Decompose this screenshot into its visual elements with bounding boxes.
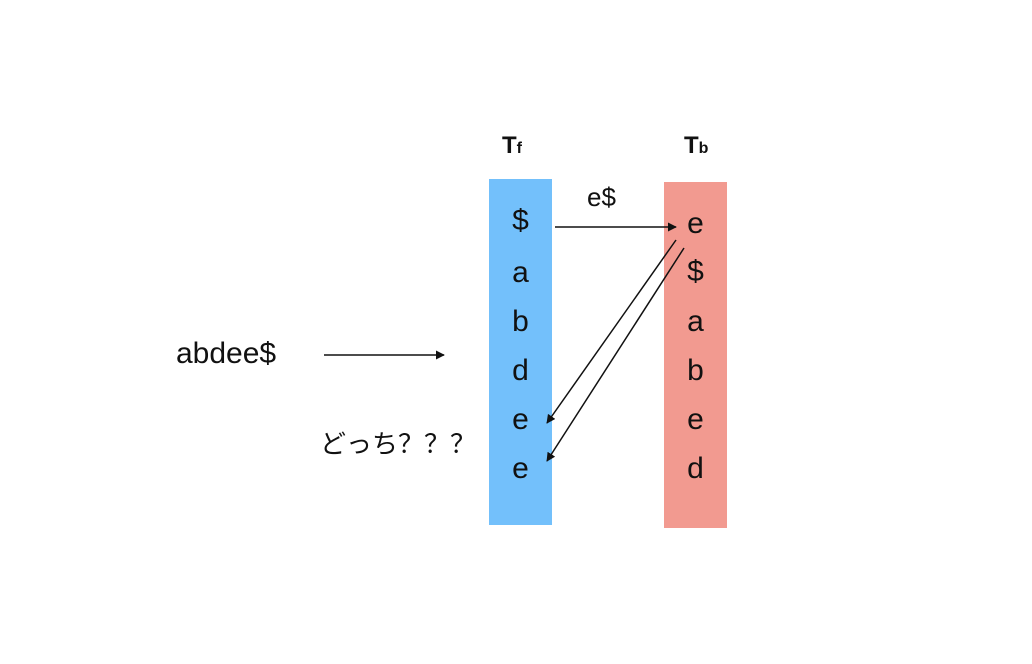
- input-string-label: abdee$: [176, 337, 277, 370]
- tf-letter: b: [512, 305, 529, 338]
- tf-title: Tf: [502, 134, 522, 158]
- tb-letter: d: [687, 452, 704, 485]
- arrow-label: e$: [587, 182, 616, 212]
- tb-letter: e: [687, 207, 704, 240]
- tf-title-main: T: [502, 132, 517, 159]
- tf-letter: d: [512, 354, 529, 387]
- question-label: どっち？？？: [320, 430, 477, 460]
- tf-letter: $: [512, 204, 529, 237]
- tb-letter: a: [687, 305, 704, 338]
- back-arrow-to-first-e: [546, 239, 677, 424]
- tf-letter: e: [512, 452, 529, 485]
- tb-title-subscript: b: [698, 140, 709, 157]
- tf-column-rect: [489, 179, 552, 525]
- tb-letter: $: [687, 255, 704, 288]
- tf-title-subscript: f: [516, 140, 522, 157]
- tb-title-main: T: [684, 132, 699, 159]
- tb-letter: e: [687, 403, 704, 436]
- tf-letter: a: [512, 256, 529, 289]
- tb-letter: b: [687, 354, 704, 387]
- back-arrow-to-second-e: [546, 247, 685, 462]
- tf-letter: e: [512, 403, 529, 436]
- tb-column-rect: [664, 182, 727, 528]
- tb-title: Tb: [684, 134, 708, 158]
